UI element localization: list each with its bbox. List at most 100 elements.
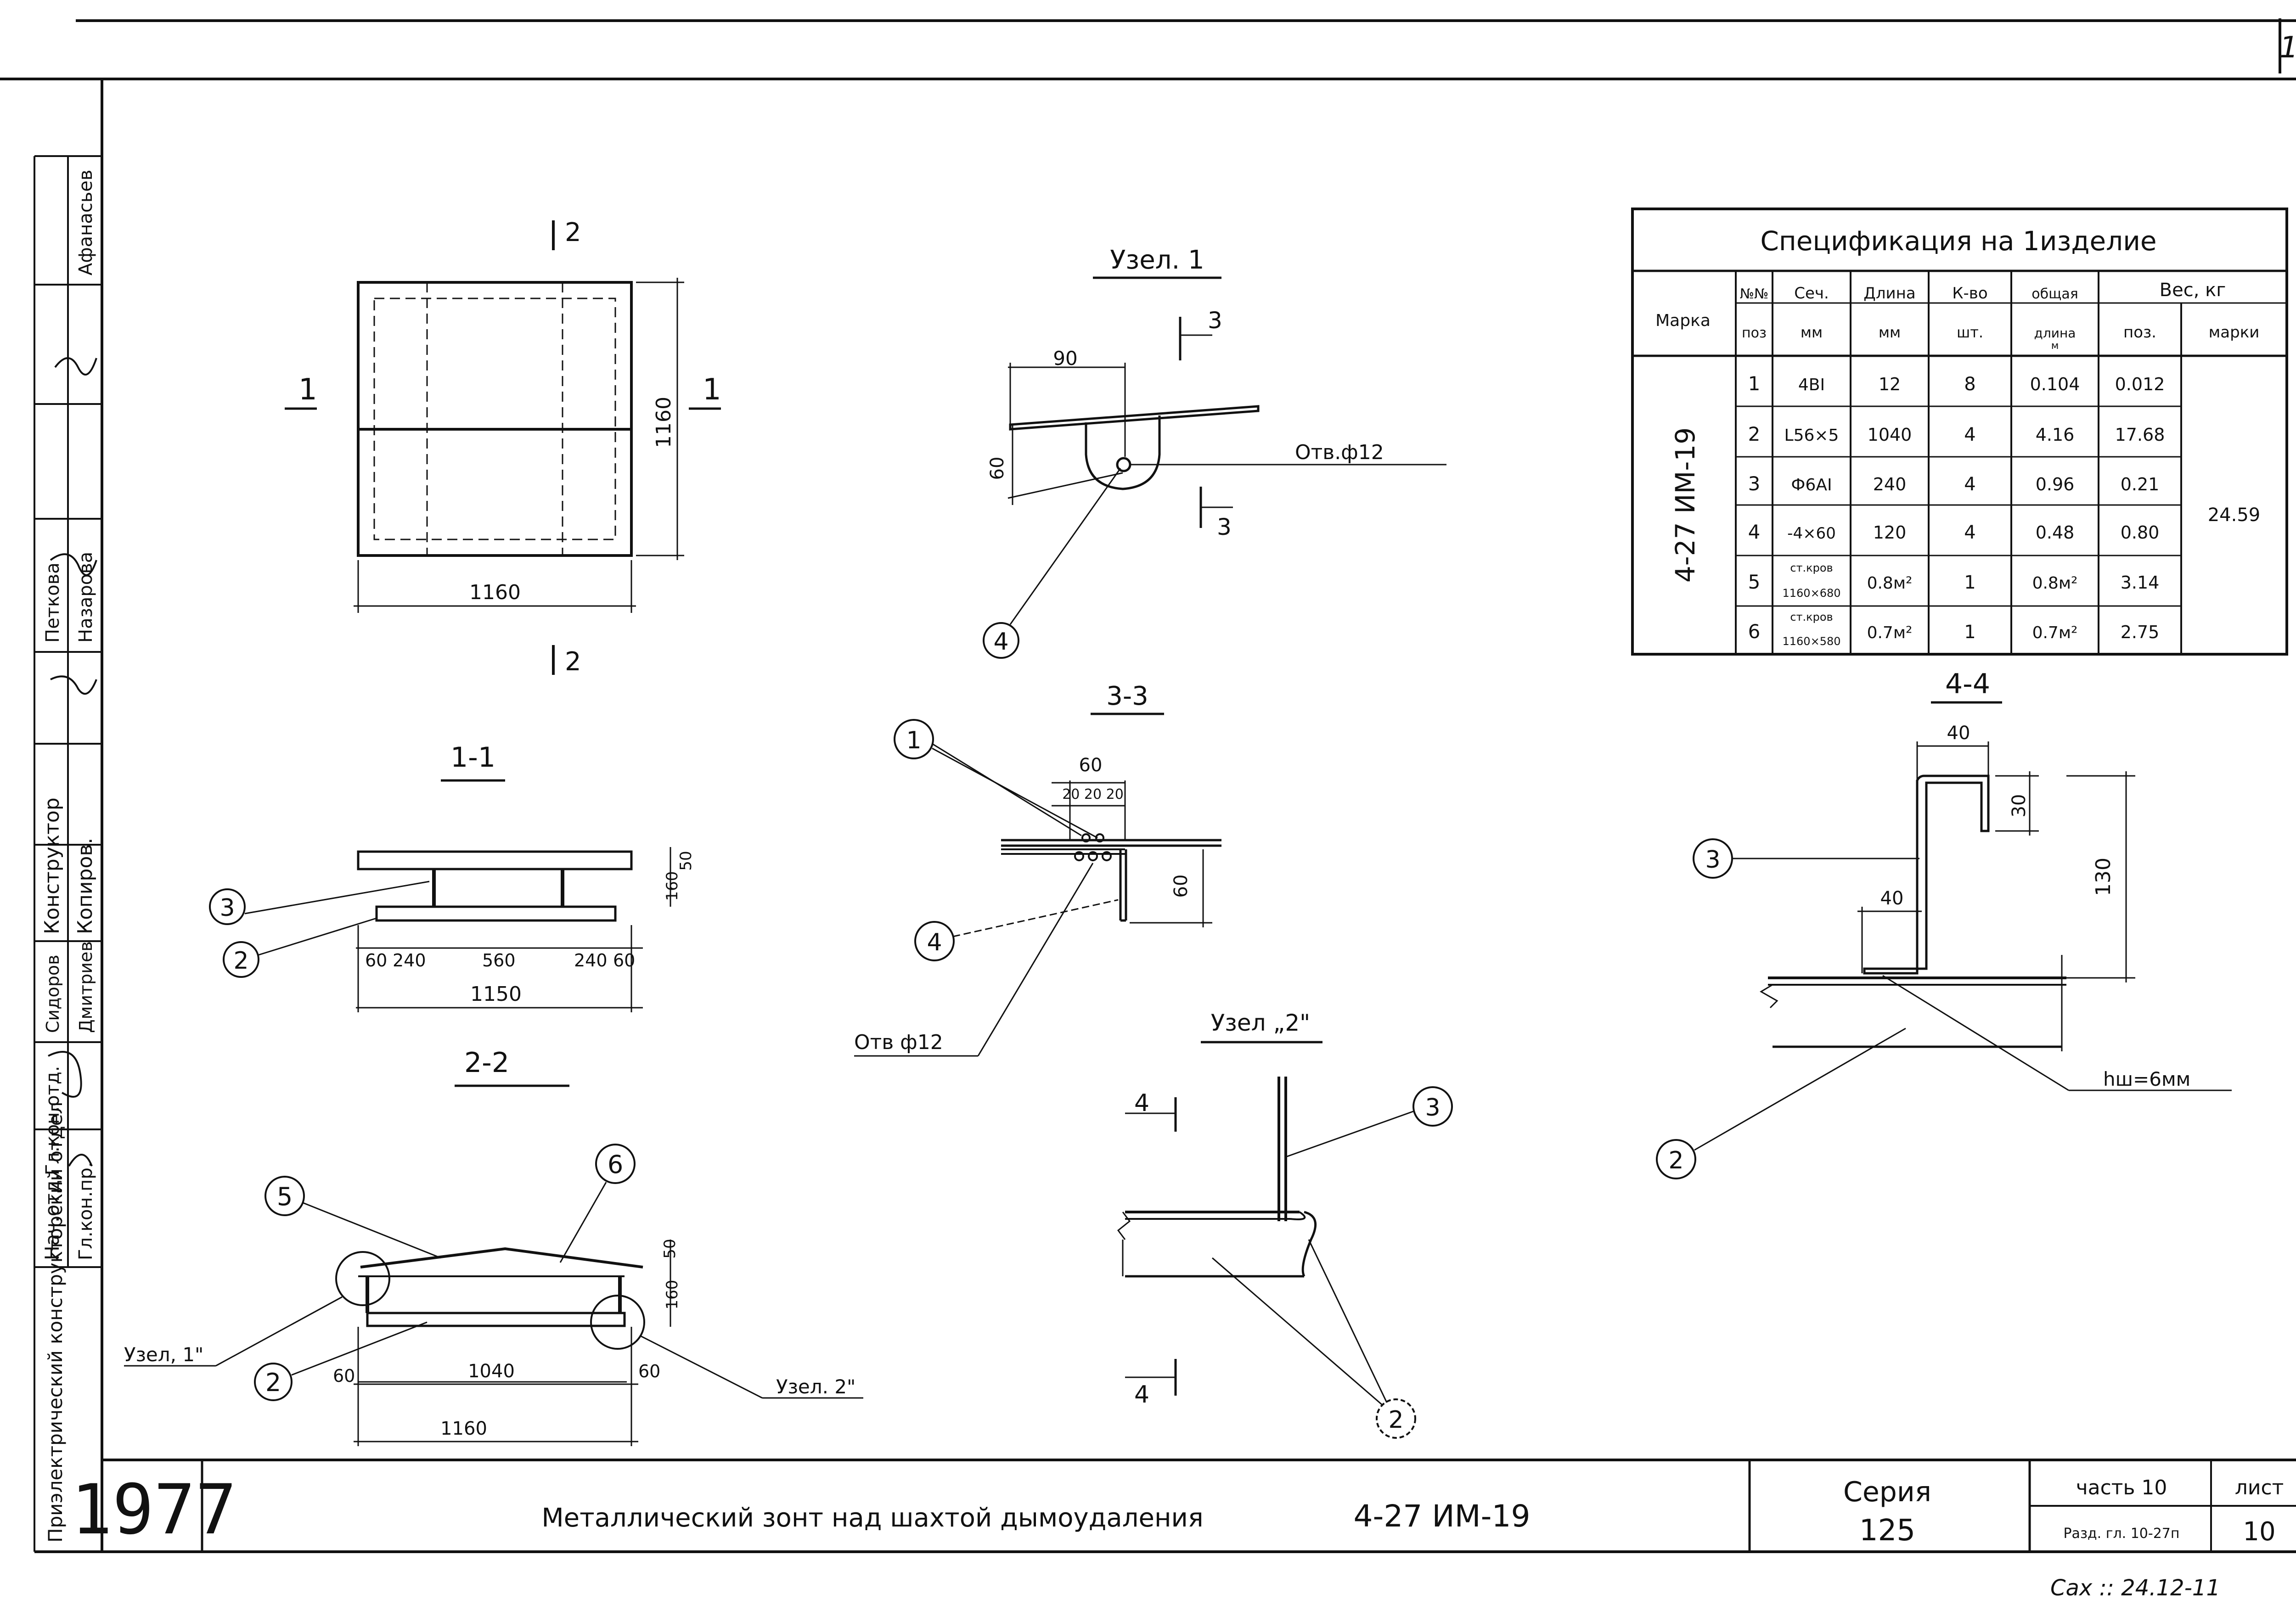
s44-dim-130: 130 <box>2092 858 2115 896</box>
title-mark: 4-27 ИМ-19 <box>1354 1498 1531 1534</box>
title-series-value: 125 <box>1859 1514 1915 1548</box>
s22-d2: 1040 <box>468 1361 515 1382</box>
spec-r5-poz: 5 <box>1748 571 1761 593</box>
spec-h-ob2: длина <box>2034 325 2076 341</box>
s11-d2: 240 <box>393 950 426 971</box>
u1-sec-bottom: 3 <box>1217 514 1232 540</box>
spec-r2-kv: 4 <box>1964 424 1975 445</box>
u1-dim-90: 90 <box>1053 347 1077 370</box>
spec-h-ob1: общая <box>2032 286 2078 302</box>
section-2-2: 2-2 60 1040 60 1160 50 160 5 6 2 Узел, 1… <box>124 1047 863 1446</box>
spec-r4-kv: 4 <box>1964 522 1975 543</box>
u1-callout-4: 4 <box>993 628 1008 656</box>
u1-dim-60: 60 <box>987 457 1008 480</box>
spec-r3-ob: 0.96 <box>2036 474 2075 494</box>
spec-r4-ob: 0.48 <box>2036 522 2075 543</box>
spec-row: 2 L56×5 1040 4 4.16 17.68 <box>1748 423 2165 445</box>
spec-r1-ob: 0.104 <box>2030 374 2080 394</box>
s44-dim-30: 30 <box>2009 794 2030 818</box>
spec-r5-vp: 3.14 <box>2121 572 2160 593</box>
spec-title: Спецификация на 1изделие <box>1760 225 2156 257</box>
s22-callout-5: 5 <box>277 1182 293 1211</box>
s44-title: 4-4 <box>1945 668 1990 700</box>
u1-title: Узел. 1 <box>1110 245 1204 275</box>
spec-h-poz1: №№ <box>1740 286 1768 302</box>
spec-r3-poz: 3 <box>1748 472 1761 495</box>
u2-sec-bottom: 4 <box>1134 1381 1149 1409</box>
plan-view: 1160 1160 1 1 2 2 <box>285 218 721 677</box>
spec-h-kv1: К-во <box>1952 284 1987 303</box>
spec-r6-sech2: 1160×580 <box>1783 635 1841 648</box>
title-section-label: Разд. гл. 10-27п <box>2063 1526 2179 1542</box>
stamp-org: Приэлектрический конструкторский отдел <box>44 1102 67 1543</box>
s33-title: 3-3 <box>1106 681 1148 711</box>
spec-r5-dl: 0.8м² <box>1867 574 1913 593</box>
spec-table: Спецификация на 1изделие Марка №№ поз Се… <box>1631 208 2288 656</box>
u2-callout-3: 3 <box>1425 1094 1440 1122</box>
u2-callout-2: 2 <box>1388 1406 1403 1434</box>
section-4-4: 4-4 40 30 130 40 hш=6мм 3 2 <box>1656 668 2232 1179</box>
spec-h-dl2: мм <box>1879 324 1901 341</box>
section-1-1: 1-1 60 240 560 240 60 1150 50 160 3 2 <box>209 741 695 1012</box>
stamp-role-3: Гл.кон.пр. <box>75 1162 96 1260</box>
spec-r1-dl: 12 <box>1879 374 1901 394</box>
s22-d3: 60 <box>638 1361 660 1381</box>
spec-r6-poz: 6 <box>1748 620 1761 643</box>
s33-callout-4: 4 <box>927 929 942 956</box>
u1-hole-label: Отв.ф12 <box>1295 441 1384 464</box>
stamp-role-4: Конструктор <box>40 797 64 934</box>
u1-sec-top: 3 <box>1208 307 1222 334</box>
u2-title: Узел „2" <box>1211 1010 1310 1036</box>
stamp-role-2: Гл.кон.отд. <box>42 1066 63 1175</box>
s44-callout-2: 2 <box>1668 1147 1683 1174</box>
plan-width-label: 1160 <box>469 581 521 604</box>
title-bottom-note: Сах :: 24.12-11 <box>2050 1575 2220 1601</box>
spec-r1-poz: 1 <box>1748 372 1761 395</box>
spec-r2-poz: 2 <box>1748 423 1761 445</box>
s11-d4: 240 <box>574 950 608 971</box>
spec-r6-kv: 1 <box>1964 622 1975 643</box>
spec-h-dl1: Длина <box>1863 284 1915 303</box>
spec-r1-kv: 8 <box>1964 374 1975 395</box>
spec-h-kv2: шт. <box>1957 324 1983 341</box>
spec-r6-vp: 2.75 <box>2121 622 2160 642</box>
stamp-role-5: Копиров. <box>73 838 97 934</box>
spec-row: 6 ст.кров 1160×580 0.7м² 1 0.7м² 2.75 <box>1748 611 2160 648</box>
spec-r2-ob: 4.16 <box>2036 425 2075 445</box>
plan-sec2-bottom: 2 <box>565 647 581 677</box>
stamp-name-5: Сидоров <box>43 954 63 1033</box>
spec-marka-value: 4-27 ИМ-19 <box>1670 427 1701 583</box>
spec-r4-vp: 0.80 <box>2121 522 2160 543</box>
spec-r4-sech: -4×60 <box>1787 524 1836 543</box>
s11-title: 1-1 <box>450 741 495 774</box>
s22-callout-2: 2 <box>265 1368 281 1397</box>
s22-d1: 60 <box>333 1366 355 1386</box>
plan-sec2-top: 2 <box>565 218 581 247</box>
s11-total: 1150 <box>470 982 522 1006</box>
s11-callout-3: 3 <box>219 894 235 922</box>
s33-dim-v60: 60 <box>1171 875 1192 898</box>
spec-h-sech2: мм <box>1801 324 1823 341</box>
s33-callout-1: 1 <box>906 727 921 754</box>
plan-sec1-right: 1 <box>703 373 721 407</box>
spec-marki-total: 24.59 <box>2208 505 2261 526</box>
title-series-label: Серия <box>1843 1476 1931 1508</box>
stamp-name-1: Афанасьев <box>75 170 96 276</box>
spec-r4-poz: 4 <box>1748 521 1761 543</box>
s11-d3: 560 <box>482 950 516 971</box>
node-2: Узел „2" 4 4 3 2 <box>1117 1010 1453 1439</box>
spec-r3-sech: Ф6АI <box>1791 476 1832 494</box>
title-block: 1977 Металлический зонт над шахтой дымоу… <box>71 1459 2296 1601</box>
spec-h-ob3: м <box>2051 340 2059 352</box>
s11-callout-2: 2 <box>233 947 248 975</box>
s44-dim-40a: 40 <box>1947 723 1970 744</box>
s22-node2-label: Узел. 2" <box>776 1375 855 1398</box>
stamp-signatures <box>48 357 97 1167</box>
spec-r5-sech: ст.кров <box>1790 561 1833 574</box>
stamp-role-1: Нач.отд. <box>41 1174 63 1260</box>
sheet-number: 11 <box>2279 31 2296 65</box>
u2-sec-top: 4 <box>1134 1089 1149 1117</box>
s44-dim-40b: 40 <box>1880 888 1904 909</box>
spec-row: 1 4ВI 12 8 0.104 0.012 <box>1748 372 2165 395</box>
